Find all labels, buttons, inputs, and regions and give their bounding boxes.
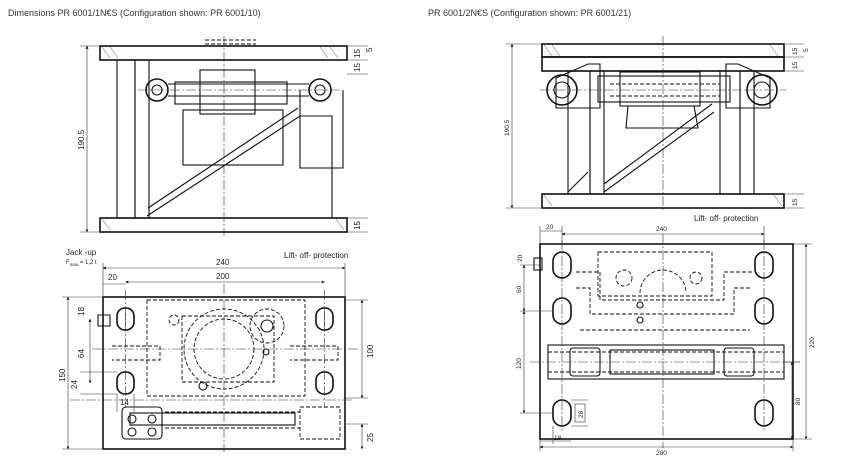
- left-side-elevation: 190.5 15 5 15 15: [77, 36, 374, 236]
- left-column: [116, 59, 136, 219]
- dim-150: 150: [58, 368, 67, 382]
- right-column: [567, 70, 591, 195]
- dim-20-left: 20: [108, 273, 117, 282]
- dim-15-mid: 15: [353, 63, 362, 72]
- dim-20-side-right: 20: [517, 254, 524, 262]
- dim-280: 280: [656, 450, 667, 457]
- dim-18-right: 18: [554, 435, 562, 442]
- right-load-cell-link: [597, 75, 731, 103]
- right-base-plate-plan: [539, 243, 794, 440]
- left-load-cell: [182, 109, 284, 166]
- left-top-plate: [99, 45, 348, 61]
- dim-120: 120: [516, 358, 523, 369]
- dim-5: 5: [365, 47, 374, 52]
- dim-190-5: 190.5: [77, 129, 86, 150]
- right-title: PR 6001/2N€S (Configuration shown: PR 60…: [428, 8, 632, 18]
- dim-24: 24: [70, 380, 79, 389]
- right-plan-view: 20 240 20 60 120 220 80 28 18 280: [516, 224, 816, 457]
- dim-15-mid-right: 15: [792, 61, 799, 69]
- dim-5-right: 5: [803, 48, 810, 52]
- dim-15-bottom-right: 15: [792, 198, 799, 206]
- dim-15-top: 15: [353, 49, 362, 58]
- lift-off-label-right: Lift- off- protection: [694, 214, 758, 223]
- dim-20-top-right: 20: [546, 224, 554, 231]
- dim-200-left: 200: [216, 272, 230, 281]
- left-title: Dimensions PR 6001/1N€S (Configuration s…: [8, 8, 261, 18]
- dim-100: 100: [366, 344, 375, 358]
- left-plan-view: Jack -up Fmax = 1,2 t Lift- off- protect…: [58, 248, 375, 452]
- fmax-label: Fmax = 1,2 t: [66, 260, 97, 267]
- right-side-elevation: 190.5 15 5 15 15 Lift- off- protection: [504, 36, 810, 223]
- dim-28: 28: [578, 410, 585, 418]
- dim-18: 18: [77, 307, 86, 316]
- dim-220: 220: [809, 337, 816, 348]
- dim-80: 80: [795, 397, 802, 405]
- dim-240-right: 240: [656, 226, 667, 233]
- lift-off-label-left: Lift- off- protection: [284, 251, 348, 260]
- left-base-plate: [99, 217, 348, 233]
- dim-15-bottom: 15: [353, 221, 362, 230]
- jack-up-label: Jack -up: [66, 248, 97, 257]
- dim-25: 25: [366, 433, 375, 442]
- dim-190-5-right: 190.5: [504, 119, 511, 136]
- dim-15-top-right: 15: [792, 47, 799, 55]
- dim-14: 14: [120, 398, 129, 407]
- dim-240-left: 240: [216, 258, 230, 267]
- dim-64: 64: [77, 349, 86, 358]
- dim-60: 60: [516, 285, 523, 293]
